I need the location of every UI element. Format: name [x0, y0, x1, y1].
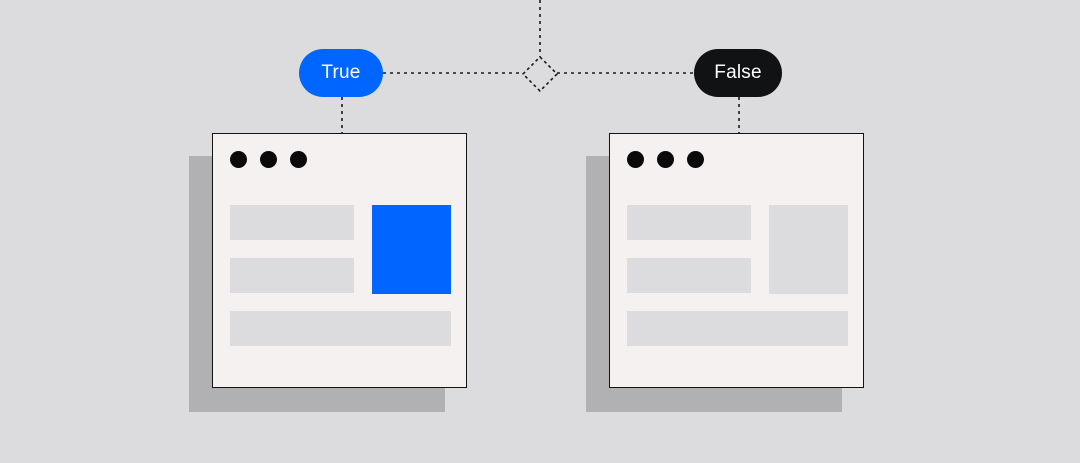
window-dot-icon	[260, 151, 277, 168]
wide-line-placeholder	[230, 311, 451, 346]
false-window	[609, 133, 864, 388]
window-dot-icon	[687, 151, 704, 168]
window-dot-icon	[627, 151, 644, 168]
window-dot-icon	[230, 151, 247, 168]
false-label-pill: False	[694, 49, 782, 97]
window-dot-icon	[657, 151, 674, 168]
text-line-placeholder	[627, 258, 751, 293]
image-placeholder-highlighted	[372, 205, 451, 294]
true-label-text: True	[321, 62, 361, 83]
true-window	[212, 133, 467, 388]
text-line-placeholder	[230, 205, 354, 240]
wide-line-placeholder	[627, 311, 848, 346]
text-line-placeholder	[627, 205, 751, 240]
decision-diamond	[521, 55, 559, 93]
text-line-placeholder	[230, 258, 354, 293]
window-dot-icon	[290, 151, 307, 168]
image-placeholder	[769, 205, 848, 294]
true-label-pill: True	[299, 49, 383, 97]
false-label-text: False	[714, 62, 762, 83]
